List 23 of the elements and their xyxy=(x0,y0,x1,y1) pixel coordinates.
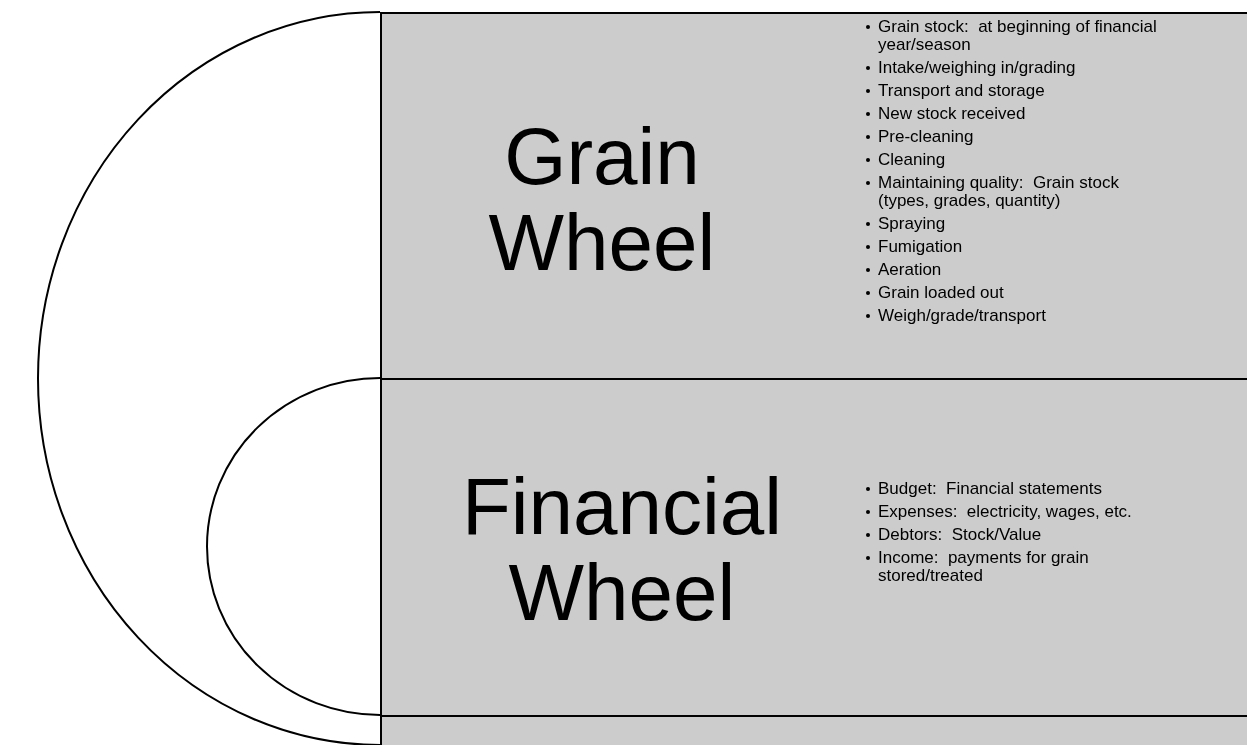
band-panel xyxy=(380,378,1247,715)
wheel-title: Grain Wheel xyxy=(487,114,717,286)
bullet-text: Cleaning xyxy=(878,151,947,169)
wheel-title: Financial Wheel xyxy=(460,464,784,636)
bullet-text: Grain stock: at beginning of financial year/season xyxy=(878,18,1158,54)
arc-connector xyxy=(37,11,381,745)
bullet-text: Income: payments for grain stored/treated xyxy=(878,549,1090,585)
bullet-text: Aeration xyxy=(878,261,943,279)
bullet-text: Spraying xyxy=(878,215,947,233)
bullet-text: Maintaining quality: Grain stock (types, grades, quantity) xyxy=(878,174,1120,210)
bullet-text: Pre-cleaning xyxy=(878,128,975,146)
bullet-text: Debtors: Stock/Value xyxy=(878,526,1043,544)
bullet-text: Transport and storage xyxy=(878,82,1046,100)
arc-connector xyxy=(206,377,381,716)
empty-box xyxy=(380,715,1247,745)
bullet-text: Budget: Financial statements xyxy=(878,480,1103,498)
bullet-text: Weigh/grade/transport xyxy=(878,307,1047,325)
bullet-text: Expenses: electricity, wages, etc. xyxy=(878,503,1133,521)
bullet-text: Grain loaded out xyxy=(878,284,1005,302)
bullet-text: New stock received xyxy=(878,105,1027,123)
bullet-text: Fumigation xyxy=(878,238,964,256)
bullet-text: Intake/weighing in/grading xyxy=(878,59,1077,77)
band-panel xyxy=(380,12,1247,378)
